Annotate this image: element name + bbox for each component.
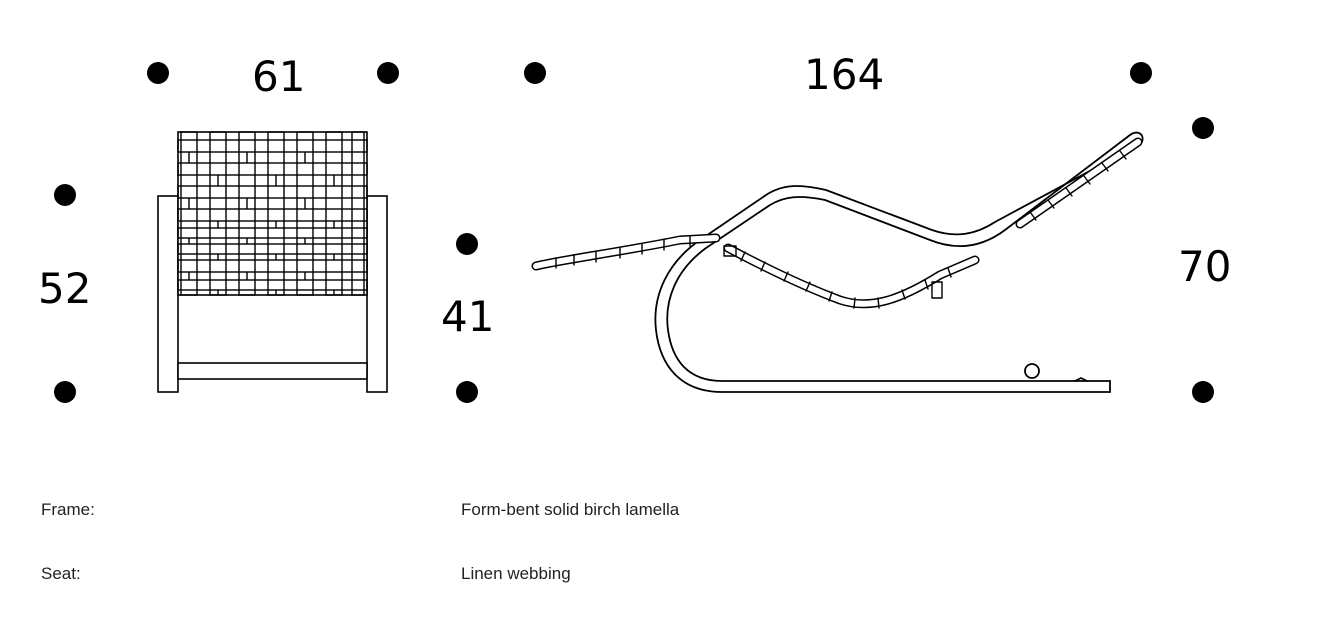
webbing-pattern xyxy=(177,131,368,296)
side-length-end-dot xyxy=(1130,62,1152,84)
seat-height-top-dot xyxy=(456,233,478,255)
side-height-top-dot xyxy=(1192,117,1214,139)
front-height-bottom-dot xyxy=(54,381,76,403)
side-length-value: 164 xyxy=(804,50,885,99)
side-height-bottom-dot xyxy=(1192,381,1214,403)
side-length-start-dot xyxy=(524,62,546,84)
spec-value-frame: Form-bent solid birch lamella xyxy=(461,500,680,519)
front-height-value: 52 xyxy=(38,264,92,313)
spec-label-frame: Frame: xyxy=(41,500,95,519)
seat-height-value: 41 xyxy=(441,292,495,341)
front-width-start-dot xyxy=(147,62,169,84)
spec-value-seat: Linen webbing xyxy=(461,564,571,583)
seat-height-bottom-dot xyxy=(456,381,478,403)
front-view-drawing xyxy=(157,131,388,393)
side-height-value: 70 xyxy=(1178,242,1232,291)
front-width-end-dot xyxy=(377,62,399,84)
side-view-drawing xyxy=(531,131,1144,393)
front-width-value: 61 xyxy=(252,52,306,101)
front-height-top-dot xyxy=(54,184,76,206)
spec-label-seat: Seat: xyxy=(41,564,81,583)
